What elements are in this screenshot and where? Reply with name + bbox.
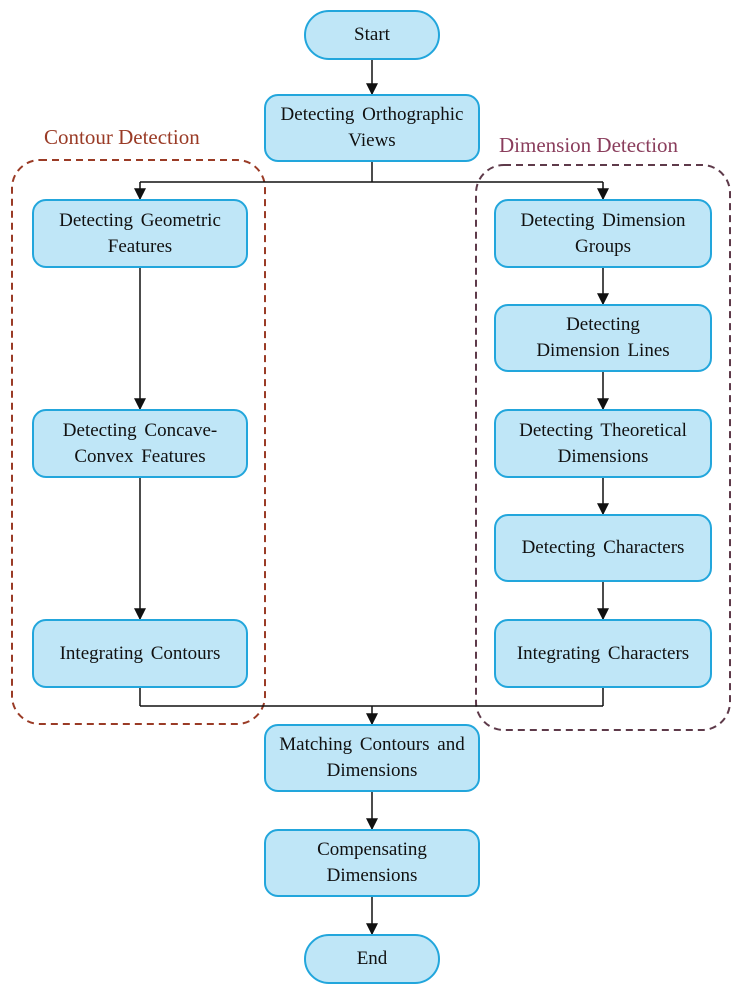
contour-detection-group-outline: [11, 159, 266, 725]
matching-contours-and-dimensions-node: Matching Contours and Dimensions: [264, 724, 480, 792]
detecting-characters-node: Detecting Characters: [494, 514, 712, 582]
contour-detection-label: Contour Detection: [44, 125, 200, 149]
detecting-geometric-features-node: Detecting Geometric Features: [32, 199, 248, 268]
integrating-characters-node: Integrating Characters: [494, 619, 712, 688]
start-node: Start: [304, 10, 440, 60]
detecting-orthographic-views-node: Detecting Orthographic Views: [264, 94, 480, 162]
dimension-detection-label: Dimension Detection: [499, 133, 679, 157]
detecting-dimension-groups-node: Detecting Dimension Groups: [494, 199, 712, 268]
compensating-dimensions-node: Compensating Dimensions: [264, 829, 480, 897]
dimension-detection-group-outline: [475, 164, 731, 731]
integrating-contours-node: Integrating Contours: [32, 619, 248, 688]
end-node: End: [304, 934, 440, 984]
detecting-theoretical-dimensions-node: Detecting Theoretical Dimensions: [494, 409, 712, 478]
detecting-dimension-lines-node: Detecting Dimension Lines: [494, 304, 712, 372]
detecting-concave-convex-features-node: Detecting Concave- Convex Features: [32, 409, 248, 478]
